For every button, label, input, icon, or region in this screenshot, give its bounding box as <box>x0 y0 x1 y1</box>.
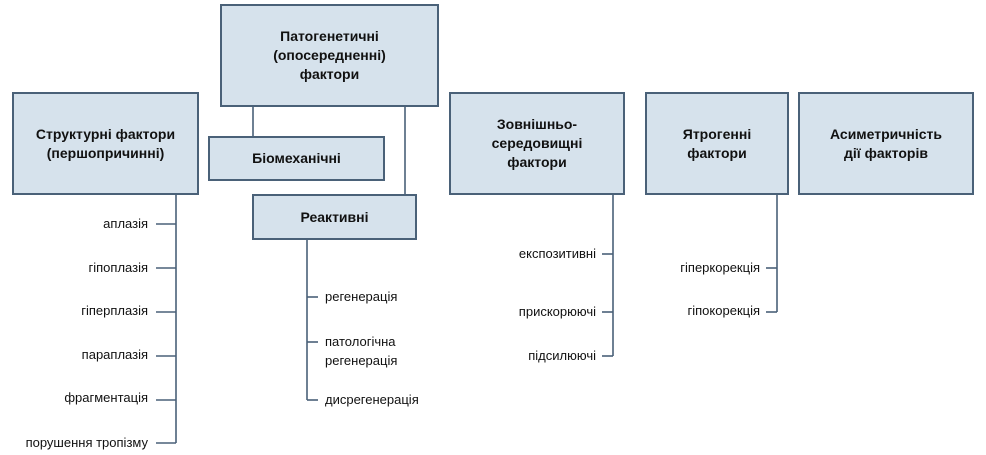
iatrogenic-factors-box: Ятрогенні фактори <box>645 92 789 195</box>
asymmetry-box: Асиметричність дії факторів <box>798 92 974 195</box>
structural-item-aplasia: аплазія <box>103 216 148 231</box>
iatrogenic-item-hypercorrection: гіперкорекція <box>680 260 760 275</box>
reactive-item-pathological-regeneration: патологічна регенерація <box>325 334 398 368</box>
structural-item-hypoplasia: гіпоплазія <box>88 260 149 275</box>
environmental-factors-label: Зовнішньо- середовищні фактори <box>491 116 583 170</box>
structural-item-paraplasia: параплазія <box>81 347 148 362</box>
reactive-item-regeneration: регенерація <box>325 289 398 304</box>
pathogenetic-factors-label: Патогенетичні (опосередненні) фактори <box>273 28 386 82</box>
asymmetry-label: Асиметричність дії факторів <box>829 125 942 161</box>
iatrogenic-item-hypocorrection: гіпокорекція <box>687 303 760 318</box>
reactive-item-disregeneration: дисрегенерація <box>325 392 419 407</box>
biomechanical-label: Біомеханічні <box>252 150 341 166</box>
environmental-item-expositive: експозитивні <box>518 246 596 261</box>
structural-item-hyperplasia: гіперплазія <box>81 303 148 318</box>
environmental-item-accelerating: прискорюючі <box>518 304 596 319</box>
reactive-label: Реактивні <box>300 208 369 225</box>
structural-item-fragmentation: фрагментація <box>64 390 148 405</box>
structural-factors-label: Структурні фактори (першопричинні) <box>35 125 176 161</box>
environmental-item-amplifying: підсилюючі <box>528 348 596 363</box>
structural-factors-box: Структурні фактори (першопричинні) <box>12 92 199 195</box>
structural-item-tropism-disorder: порушення тропізму <box>25 435 148 450</box>
reactive-box: Реактивні <box>252 194 417 240</box>
biomechanical-box: Біомеханічні <box>208 136 385 181</box>
pathogenetic-factors-box: Патогенетичні (опосередненні) фактори <box>220 4 439 107</box>
iatrogenic-factors-label: Ятрогенні фактори <box>682 125 752 161</box>
environmental-factors-box: Зовнішньо- середовищні фактори <box>449 92 625 195</box>
